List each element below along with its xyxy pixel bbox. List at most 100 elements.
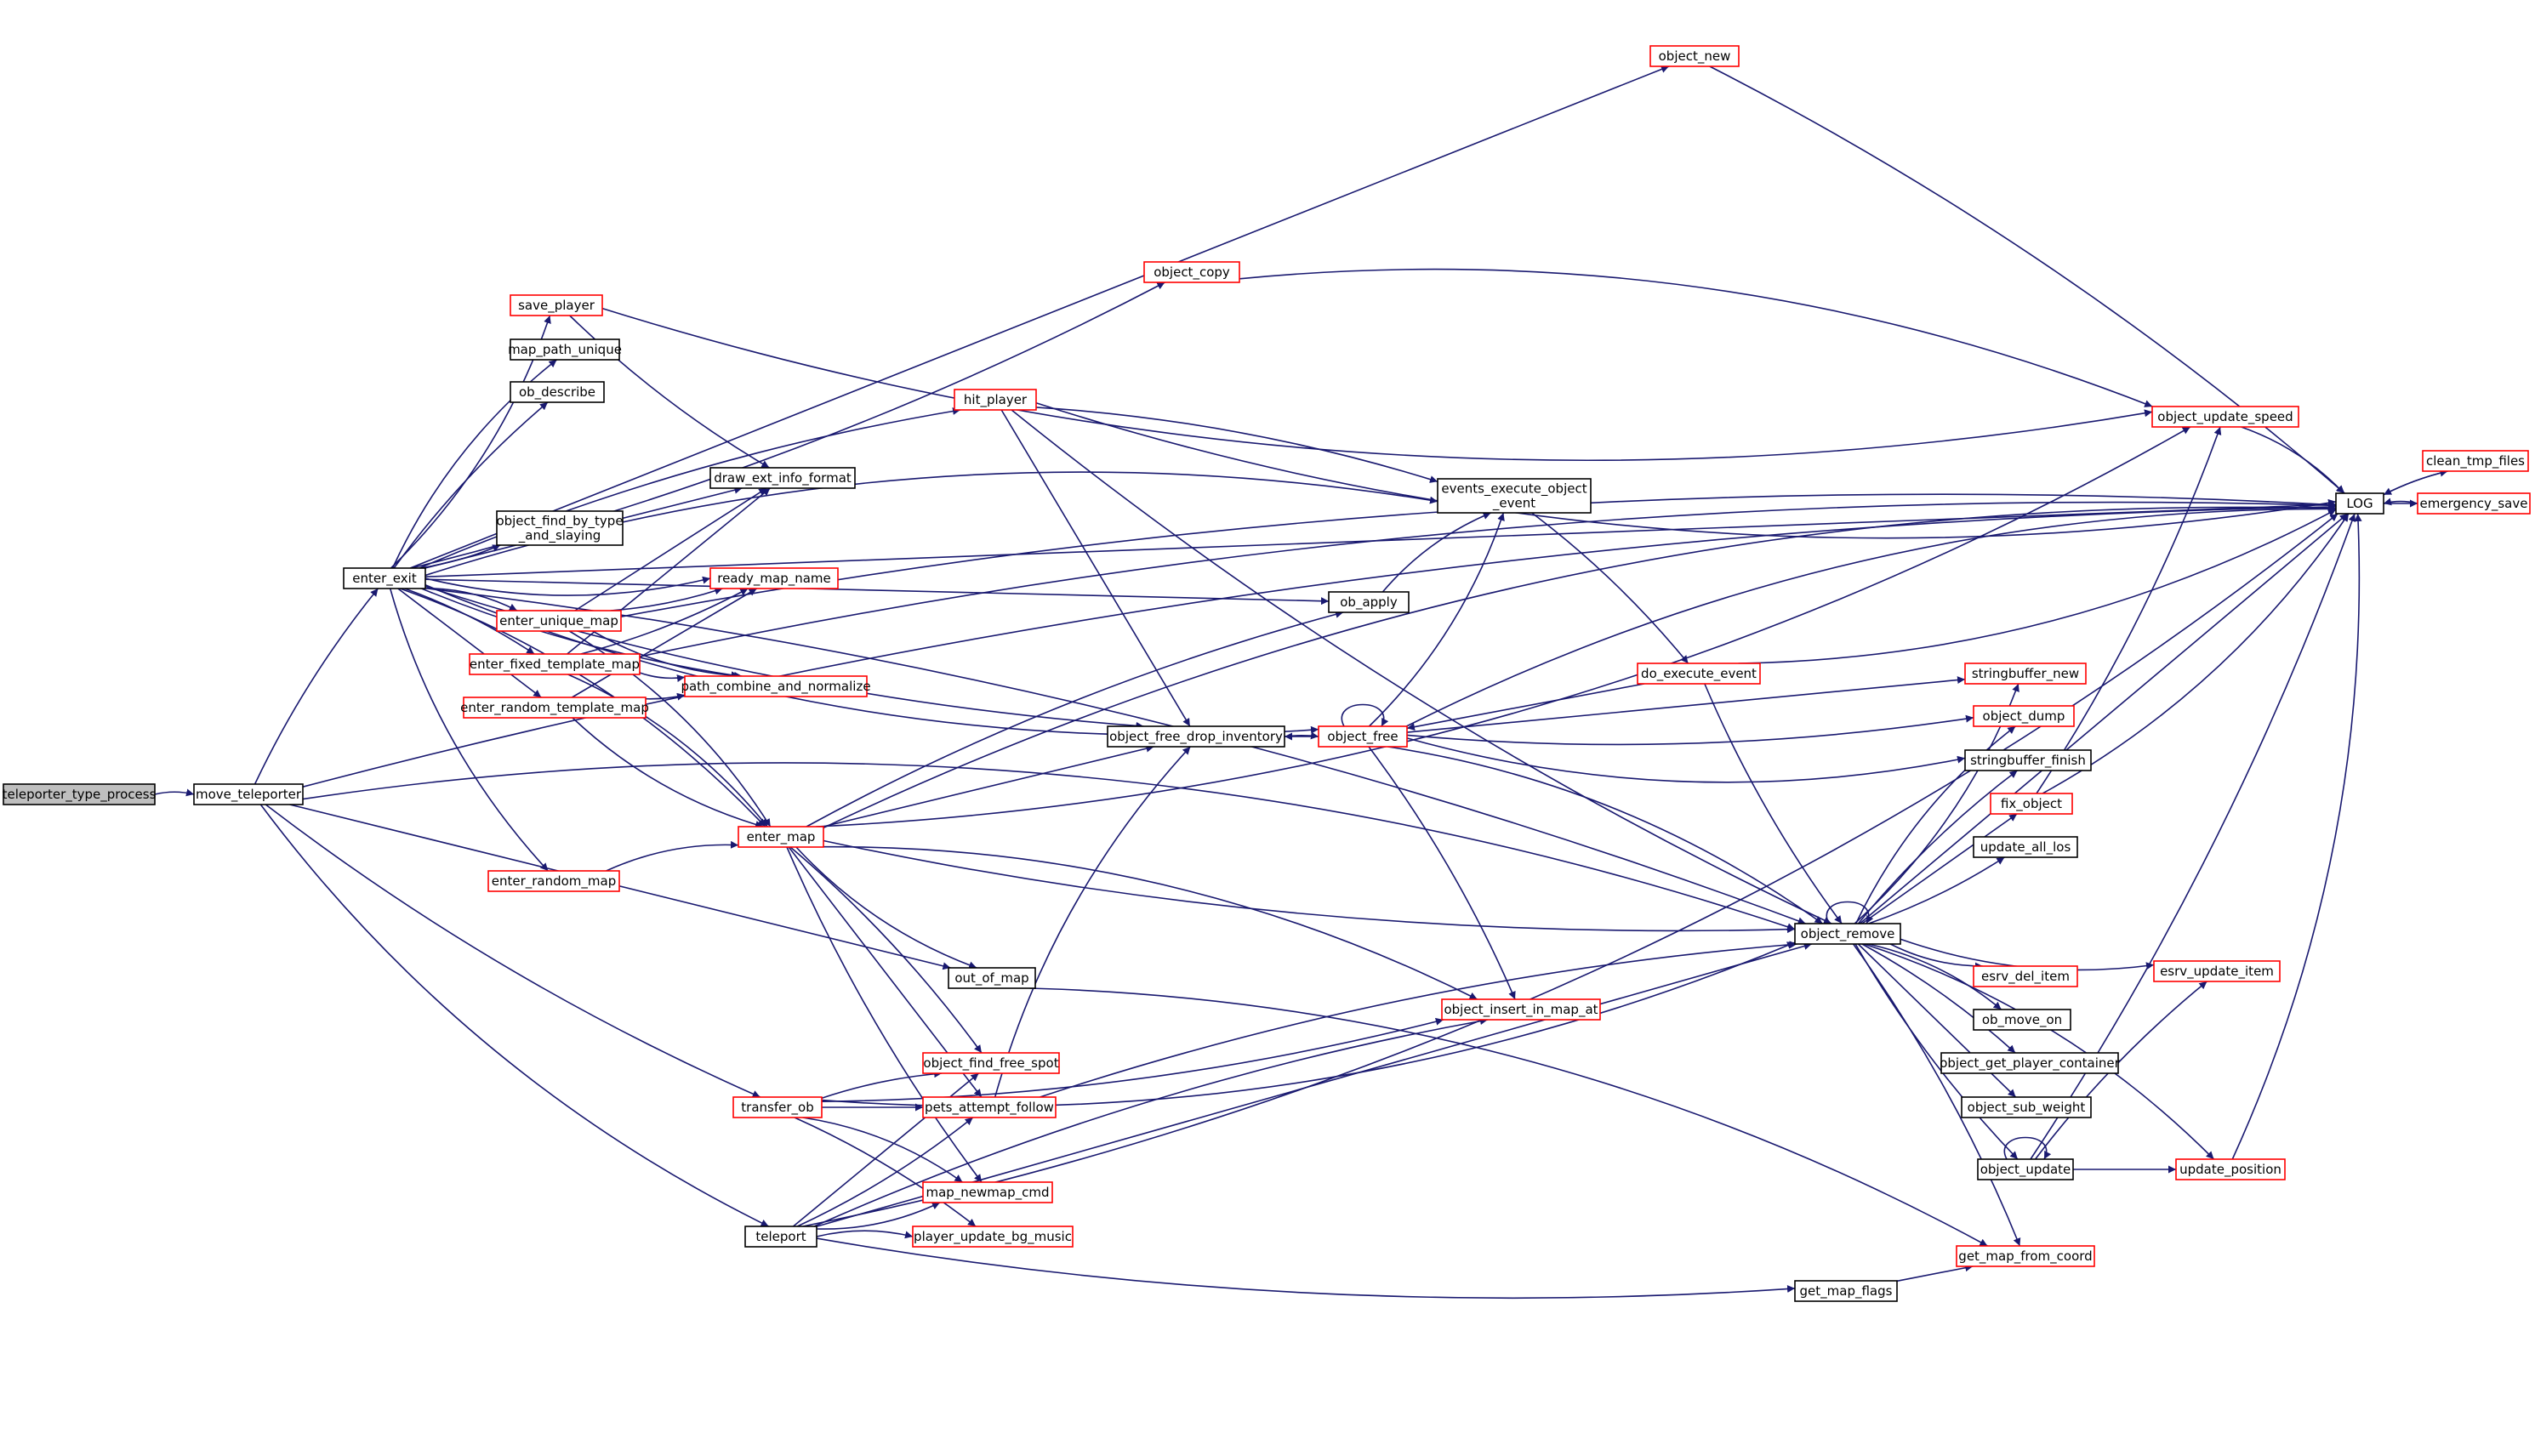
node-object-find-free-spot[interactable]: object_find_free_spot (922, 1052, 1060, 1074)
node-get-map-flags[interactable]: get_map_flags (1794, 1280, 1898, 1302)
node-clean-tmp-files[interactable]: clean_tmp_files (2422, 450, 2529, 472)
node-box[interactable] (1973, 705, 2075, 727)
node-object-dump[interactable]: object_dump (1973, 705, 2075, 727)
node-box[interactable] (709, 567, 839, 589)
node-enter-map[interactable]: enter_map (738, 826, 824, 848)
node-draw-ext-info-format[interactable]: draw_ext_info_format (709, 467, 856, 489)
node-box[interactable] (510, 294, 603, 316)
node-ob-apply[interactable]: ob_apply (1328, 591, 1410, 613)
node-fix-object[interactable]: fix_object (1990, 793, 2073, 815)
node-move-teleporter[interactable]: move_teleporter (193, 783, 304, 805)
node-object-free-drop-inventory[interactable]: object_free_drop_inventory (1107, 725, 1285, 748)
node-box[interactable] (510, 381, 605, 403)
node-box[interactable] (1964, 663, 2087, 685)
node-box[interactable] (496, 610, 622, 632)
node-object-update-speed[interactable]: object_update_speed (2151, 406, 2299, 428)
node-object-insert-in-map-at[interactable]: object_insert_in_map_at (1441, 998, 1601, 1021)
node-ob-describe[interactable]: ob_describe (510, 381, 605, 403)
node-box[interactable] (1318, 725, 1408, 748)
node-box[interactable] (193, 783, 304, 805)
node-object-free[interactable]: object_free (1318, 725, 1408, 748)
node-box[interactable] (2153, 960, 2281, 982)
node-box[interactable] (2175, 1158, 2286, 1180)
node-box[interactable] (1973, 965, 2078, 987)
node-get-map-from-coord[interactable]: get_map_from_coord (1956, 1245, 2095, 1267)
node-enter-fixed-template-map[interactable]: enter_fixed_template_map (469, 653, 641, 675)
node-box[interactable] (1437, 478, 1592, 514)
node-box[interactable] (1794, 1280, 1898, 1302)
node-ready-map-name[interactable]: ready_map_name (709, 567, 839, 589)
node-box[interactable] (487, 870, 620, 892)
node-box[interactable] (1649, 45, 1740, 67)
node-box[interactable] (1977, 1158, 2074, 1180)
node-box[interactable] (1328, 591, 1410, 613)
node-box[interactable] (343, 567, 426, 589)
node-object-remove[interactable]: object_remove (1794, 923, 1901, 945)
node-path-combine-and-normalize[interactable]: path_combine_and_normalize (681, 675, 871, 697)
node-box[interactable] (1441, 998, 1601, 1021)
node-player-update-bg-music[interactable]: player_update_bg_music (912, 1226, 1074, 1248)
node-box[interactable] (948, 967, 1036, 989)
node-box[interactable] (912, 1226, 1074, 1248)
node-ob-move-on[interactable]: ob_move_on (1973, 1009, 2071, 1031)
node-box[interactable] (954, 389, 1037, 411)
node-hit-player[interactable]: hit_player (954, 389, 1037, 411)
node-out-of-map[interactable]: out_of_map (948, 967, 1036, 989)
node-teleport[interactable]: teleport (744, 1226, 817, 1248)
node-box[interactable] (2335, 492, 2384, 515)
node-box[interactable] (1973, 1009, 2071, 1031)
node-transfer-ob[interactable]: transfer_ob (732, 1096, 823, 1118)
node-box[interactable] (1956, 1245, 2095, 1267)
node-box[interactable] (2151, 406, 2299, 428)
node-box[interactable] (684, 675, 868, 697)
node-enter-unique-map[interactable]: enter_unique_map (496, 610, 622, 632)
node-object-get-player-container[interactable]: object_get_player_container (1940, 1052, 2121, 1074)
node-box[interactable] (922, 1052, 1060, 1074)
node-box[interactable] (732, 1096, 823, 1118)
node-box[interactable] (469, 653, 641, 675)
node-save-player[interactable]: save_player (510, 294, 603, 316)
node-box[interactable] (2422, 450, 2529, 472)
node-box[interactable] (1940, 1052, 2119, 1074)
node-box[interactable] (2417, 492, 2531, 515)
node-box[interactable] (1794, 923, 1901, 945)
node-object-find-by-type-and-slaying[interactable]: object_find_by_type_and_slaying (496, 510, 624, 546)
node-box[interactable] (1973, 836, 2078, 858)
node-box[interactable] (510, 338, 620, 361)
node-object-update[interactable]: object_update (1977, 1158, 2074, 1180)
node-box[interactable] (1637, 663, 1761, 685)
node-box[interactable] (1107, 725, 1285, 748)
node-stringbuffer-finish[interactable]: stringbuffer_finish (1964, 749, 2092, 771)
node-box[interactable] (1961, 1096, 2092, 1118)
node-do-execute-event[interactable]: do_execute_event (1637, 663, 1761, 685)
node-object-new[interactable]: object_new (1649, 45, 1740, 67)
node-box[interactable] (738, 826, 824, 848)
node-object-sub-weight[interactable]: object_sub_weight (1961, 1096, 2092, 1118)
node-teleporter-type-process[interactable]: teleporter_type_process (3, 783, 157, 805)
node-LOG[interactable]: LOG (2335, 492, 2384, 515)
node-box[interactable] (3, 783, 156, 805)
node-box[interactable] (463, 697, 647, 719)
node-box[interactable] (709, 467, 856, 489)
node-enter-random-template-map[interactable]: enter_random_template_map (460, 697, 649, 719)
node-object-copy[interactable]: object_copy (1143, 261, 1240, 283)
node-box[interactable] (744, 1226, 817, 1248)
node-map-path-unique[interactable]: map_path_unique (508, 338, 622, 361)
node-box[interactable] (1964, 749, 2092, 771)
node-box[interactable] (922, 1096, 1057, 1118)
node-enter-random-map[interactable]: enter_random_map (487, 870, 620, 892)
node-box[interactable] (922, 1181, 1053, 1203)
node-esrv-update-item[interactable]: esrv_update_item (2153, 960, 2281, 982)
node-enter-exit[interactable]: enter_exit (343, 567, 426, 589)
node-esrv-del-item[interactable]: esrv_del_item (1973, 965, 2078, 987)
node-update-position[interactable]: update_position (2175, 1158, 2286, 1180)
node-emergency-save[interactable]: emergency_save (2417, 492, 2531, 515)
node-stringbuffer-new[interactable]: stringbuffer_new (1964, 663, 2087, 685)
node-box[interactable] (496, 510, 624, 546)
node-events-execute-object-event[interactable]: events_execute_object_event (1437, 478, 1592, 514)
node-box[interactable] (1143, 261, 1240, 283)
node-pets-attempt-follow[interactable]: pets_attempt_follow (922, 1096, 1057, 1118)
node-update-all-los[interactable]: update_all_los (1973, 836, 2078, 858)
node-map-newmap-cmd[interactable]: map_newmap_cmd (922, 1181, 1053, 1203)
node-box[interactable] (1990, 793, 2073, 815)
